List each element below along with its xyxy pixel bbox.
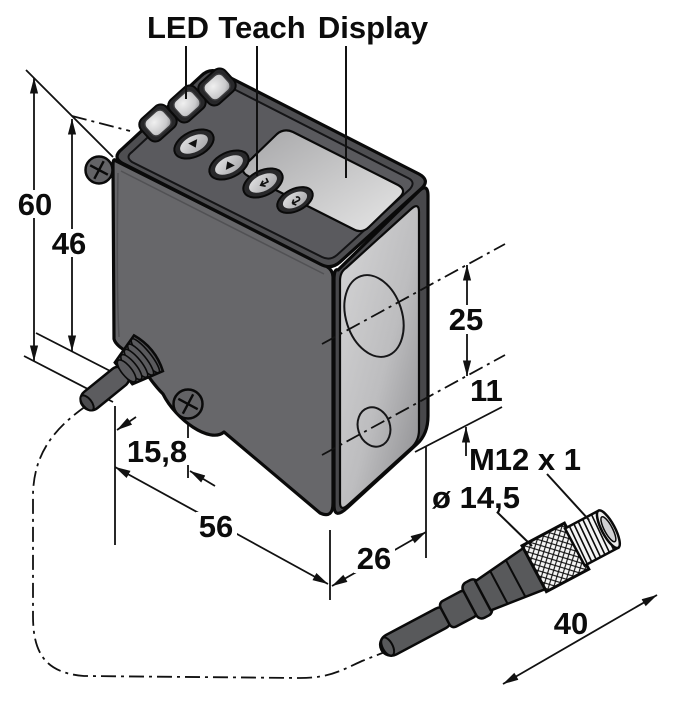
mounting-screw-bottom	[172, 388, 204, 420]
cable-path	[32, 405, 391, 679]
lens-small	[356, 406, 392, 448]
ext-60-top	[25, 69, 114, 158]
cable-end	[79, 394, 95, 412]
button-enter[interactable]	[239, 163, 288, 204]
dim-connector-diameter: ø 14,5	[432, 480, 520, 515]
dim-lens-spacing: 25	[449, 302, 483, 337]
button-up[interactable]	[205, 145, 254, 186]
down-arrow-icon	[188, 139, 198, 148]
centerline-lens-small	[321, 354, 506, 456]
centerline-lens-large	[321, 243, 506, 345]
led-dome-3	[197, 67, 237, 107]
dim-connector-length: 40	[554, 606, 588, 641]
button-down[interactable]	[170, 124, 219, 165]
led-dome-2	[167, 84, 207, 124]
front-edge-highlight	[120, 170, 325, 275]
thread-leader	[546, 473, 590, 521]
connector	[378, 473, 658, 685]
mounting-screw-top	[84, 155, 114, 185]
led-dome-1	[138, 103, 178, 143]
dim-overall-height: 60	[18, 187, 52, 222]
led-indicators	[138, 67, 237, 143]
display-screen	[241, 129, 405, 233]
lens-large	[343, 274, 405, 358]
dim-lens-bottom-offset: 11	[470, 373, 503, 408]
text-backplates	[16, 190, 486, 573]
cable-gland	[79, 333, 165, 412]
front-corner-highlight	[116, 172, 120, 338]
ext-46-top	[71, 115, 131, 132]
dim-arrow-158-left	[116, 416, 137, 431]
dim-arrow-158-right	[189, 470, 216, 487]
dim-connector-thread: M12 x 1	[469, 442, 581, 477]
sensor-body	[79, 67, 430, 517]
dim-line-40	[502, 594, 658, 685]
escape-arrow-icon	[291, 196, 301, 206]
ext-46-bottom	[35, 332, 119, 376]
dim-inner-height: 46	[52, 226, 86, 261]
dim-cable-offset: 15,8	[127, 434, 187, 469]
up-arrow-icon	[225, 161, 235, 170]
teach-buttons	[170, 124, 317, 218]
diameter-leader	[496, 511, 533, 547]
phillips-cross-icon	[89, 160, 109, 180]
ext-bottom-edge	[414, 406, 503, 453]
label-display: Display	[318, 10, 429, 45]
phillips-cross-icon	[177, 393, 199, 415]
label-teach: Teach	[218, 10, 305, 45]
dim-housing-depth: 56	[199, 509, 233, 544]
dim-housing-width: 26	[357, 541, 391, 576]
button-escape[interactable]	[273, 182, 317, 218]
label-led: LED	[147, 10, 209, 45]
enter-arrow-icon	[259, 177, 270, 187]
